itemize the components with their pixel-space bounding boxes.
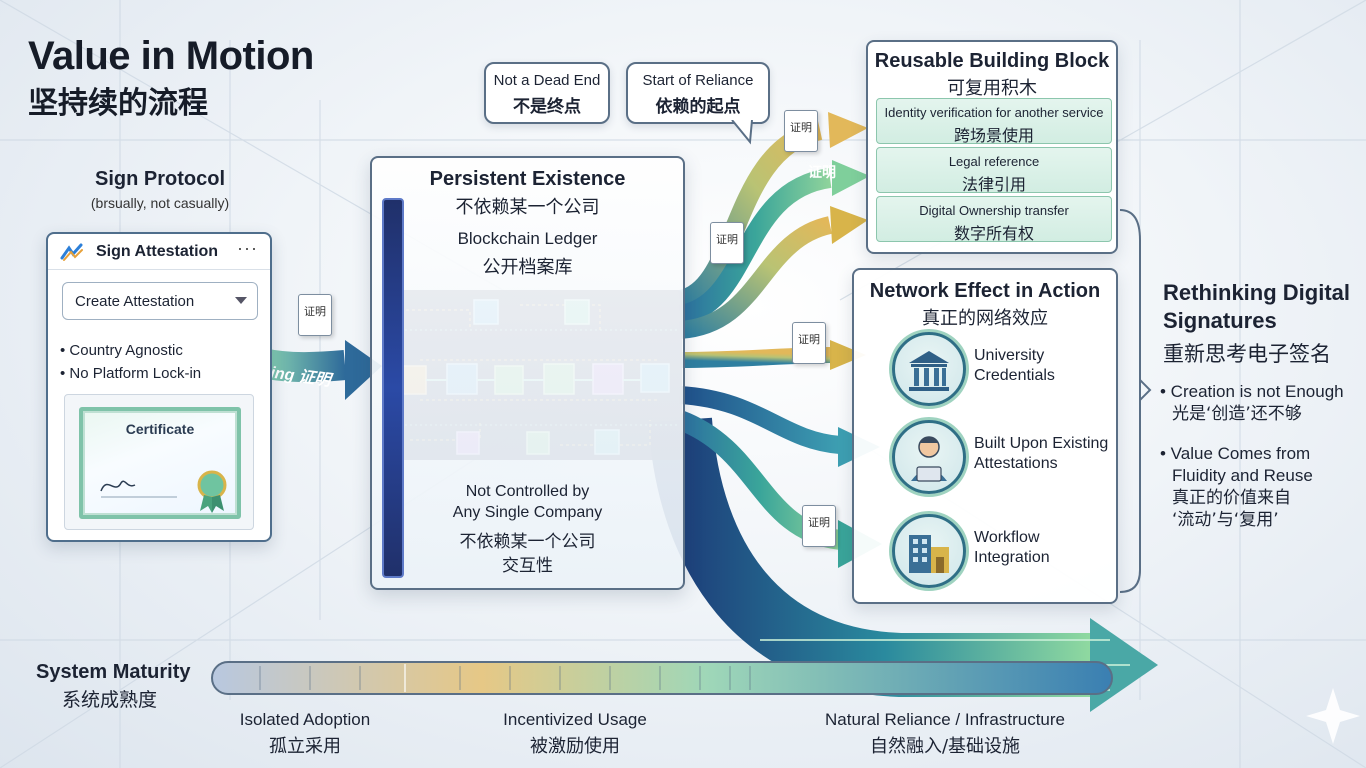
title-line: Rethinking Digital [1163, 280, 1350, 305]
stage-zh: 孤立采用 [269, 736, 341, 757]
stage-en: Natural Reliance / Infrastructure [825, 710, 1065, 729]
network-title: Network Effect in Action [869, 280, 1101, 302]
reusable-title-zh: 可复用积木 [947, 78, 1037, 99]
signature-icon [100, 470, 227, 513]
certificate-label: Certificate [125, 421, 195, 437]
reusable-item-legal: Legal reference 法律引用 [876, 147, 1112, 194]
item-en: Digital Ownership transfer [919, 203, 1069, 218]
reusable-item-ownership: Digital Ownership transfer 数字所有权 [876, 196, 1112, 243]
ledger-scroll-bar [382, 198, 404, 578]
attestation-doc-icon: 证明 [792, 322, 826, 364]
attestation-type-select[interactable]: Create Attestation [62, 282, 258, 320]
bubble-tail [731, 120, 753, 145]
network-item-workflow: Workflow Integration [974, 528, 1050, 568]
item-line: Built Upon Existing [974, 435, 1109, 452]
title-line: Signatures [1163, 308, 1277, 333]
certificate-preview: Certificate [64, 394, 254, 530]
item-line: Integration [974, 549, 1050, 566]
rethinking-title: Rethinking Digital Signatures [1163, 279, 1350, 335]
attestation-doc-icon: 证明 [802, 505, 836, 547]
item-zh: 法律引用 [961, 175, 1026, 194]
bubble-en: Start of Reliance [642, 72, 754, 89]
page-title-zh: 坚持续的流程 [28, 86, 208, 121]
bubble-zh: 依赖的起点 [655, 97, 741, 117]
feature-country-agnostic: • Country Agnostic [60, 342, 183, 359]
stage-natural-reliance: Natural Reliance / Infrastructure 自然融入/基… [790, 710, 1100, 758]
network-item-university: University Credentials [974, 346, 1055, 386]
flow-label: 证明 [808, 165, 836, 181]
bubble-zh: 不是终点 [513, 97, 581, 117]
ledger-note-zh-2: 交互性 [502, 556, 553, 576]
stage-incentivized: Incentivized Usage 被激励使用 [470, 710, 680, 758]
maturity-title-zh: 系统成熟度 [62, 689, 158, 711]
attestation-doc-icon: 证明 [784, 110, 818, 152]
item-en: Identity verification for another servic… [884, 105, 1104, 120]
building-icon [892, 514, 966, 588]
bubble-en: Not a Dead End [493, 72, 601, 89]
item-line: Workflow [974, 529, 1040, 546]
ledger-subtitle-zh: 公开档案库 [482, 257, 573, 278]
ledger-panel [370, 156, 685, 590]
university-icon [892, 332, 966, 406]
attestation-doc-icon: 证明 [298, 294, 332, 336]
item-line: Credentials [974, 367, 1055, 384]
card-title: Sign Attestation [96, 243, 219, 260]
item-zh: 数字所有权 [953, 224, 1034, 243]
rethinking-bullet-1: • Creation is not Enough 光是‘创造’还不够 [1160, 381, 1344, 425]
page-title: Value in Motion [28, 34, 314, 78]
rethinking-title-zh: 重新思考电子签名 [1163, 342, 1331, 366]
ledger-note-2: Any Single Company [452, 504, 603, 521]
stage-isolated: Isolated Adoption 孤立采用 [200, 710, 410, 758]
item-zh: 跨场景使用 [953, 126, 1034, 145]
more-options-icon[interactable]: ··· [237, 238, 258, 258]
bullet-zh: 光是‘创造’还不够 [1172, 404, 1302, 424]
ledger-note-1: Not Controlled by [465, 483, 590, 500]
stage-zh: 自然融入/基础设施 [869, 736, 1021, 757]
item-line: Attestations [974, 455, 1058, 472]
bullet-en: Fluidity and Reuse [1172, 466, 1313, 485]
item-line: University [974, 347, 1045, 364]
network-item-attestations: Built Upon Existing Attestations [974, 434, 1108, 474]
stage-en: Incentivized Usage [503, 710, 647, 729]
certificate-paper: Certificate [79, 407, 241, 519]
stage-zh: 被激励使用 [530, 736, 620, 757]
chevron-down-icon [235, 297, 247, 304]
card-header: Sign Attestation ··· [48, 234, 270, 270]
bullet-zh: ‘流动’与‘复用’ [1172, 510, 1279, 530]
network-effect-panel: Network Effect in Action 真正的网络效应 Univers… [852, 268, 1118, 604]
item-en: Legal reference [948, 154, 1040, 169]
ledger-subtitle: Blockchain Ledger [457, 229, 598, 248]
stage-en: Isolated Adoption [239, 710, 371, 729]
bullet-zh: 真正的价值来自 [1172, 488, 1291, 508]
sign-protocol-subtitle: (brsually, not casually) [90, 195, 230, 211]
maturity-title: System Maturity [36, 661, 191, 683]
reusable-title: Reusable Building Block [874, 50, 1110, 72]
sign-attestation-card: Sign Attestation ··· Create Attestation … [46, 232, 272, 542]
user-laptop-icon [892, 420, 966, 494]
reusable-block-panel: Reusable Building Block 可复用积木 Identity v… [866, 40, 1118, 254]
sign-logo-icon [60, 243, 83, 261]
select-value: Create Attestation [75, 293, 195, 310]
ledger-title: Persistent Existence [429, 168, 626, 190]
ledger-note-zh-1: 不依赖某一个公司 [459, 532, 596, 552]
bubble-start-of-reliance: Start of Reliance 依赖的起点 [626, 62, 770, 124]
network-title-zh: 真正的网络效应 [922, 308, 1048, 329]
rethinking-bullet-2: • Value Comes from Fluidity and Reuse 真正… [1160, 443, 1313, 531]
bullet-en: • Creation is not Enough [1160, 382, 1344, 401]
feature-no-lock-in: • No Platform Lock-in [60, 365, 202, 382]
attestation-doc-icon: 证明 [710, 222, 744, 264]
sign-protocol-title: Sign Protocol [95, 168, 225, 190]
reusable-item-identity: Identity verification for another servic… [876, 98, 1112, 145]
bullet-en: • Value Comes from [1160, 444, 1311, 463]
ledger-title-zh: 不依赖某一个公司 [455, 197, 600, 218]
bubble-not-dead-end: Not a Dead End 不是终点 [484, 62, 610, 124]
